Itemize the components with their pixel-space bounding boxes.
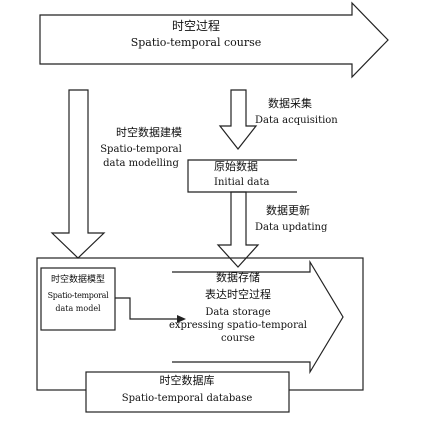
model-to-storage-line: [115, 297, 178, 320]
data-model-label-zh: 时空数据模型: [50, 275, 106, 285]
course-label-en: Spatio-temporal course: [130, 36, 262, 49]
connector-arrowhead: [177, 315, 186, 323]
modelling-arrow: [50, 89, 106, 259]
updating-label-en: Data updating: [255, 222, 328, 233]
data-model-box: [40, 267, 116, 331]
database-box: [85, 371, 290, 413]
modelling-label-en-1: Spatio-temporal: [100, 144, 182, 155]
modelling-label-zh: 时空数据建模: [116, 126, 182, 139]
acquisition-label-en: Data acquisition: [255, 115, 338, 126]
data-model-label-en-2: data model: [55, 304, 101, 313]
updating-label-zh: 数据更新: [266, 204, 310, 217]
storage-label-zh-2: 表达时空过程: [205, 288, 271, 301]
storage-label-zh-1: 数据存储: [216, 271, 260, 284]
storage-label-en-2: expressing spatio-temporal: [168, 320, 308, 331]
updating-arrow: [216, 191, 260, 268]
course-arrow: [39, 1, 389, 79]
storage-arrow: [172, 259, 344, 375]
initial-data-label-en: Initial data: [214, 177, 270, 188]
storage-label-en-1: Data storage: [205, 307, 271, 318]
storage-label-en-3: course: [221, 333, 255, 344]
acquisition-label-zh: 数据采集: [268, 97, 312, 110]
modelling-label-en-2: data modelling: [103, 158, 179, 169]
database-label-en: Spatio-temporal database: [121, 393, 253, 404]
data-model-label-en-1: Spatio-temporal: [47, 291, 109, 300]
acquisition-arrow: [218, 89, 258, 150]
initial-data-label-zh: 原始数据: [214, 160, 258, 173]
course-label-zh: 时空过程: [171, 19, 221, 33]
database-label-zh: 时空数据库: [159, 374, 215, 387]
